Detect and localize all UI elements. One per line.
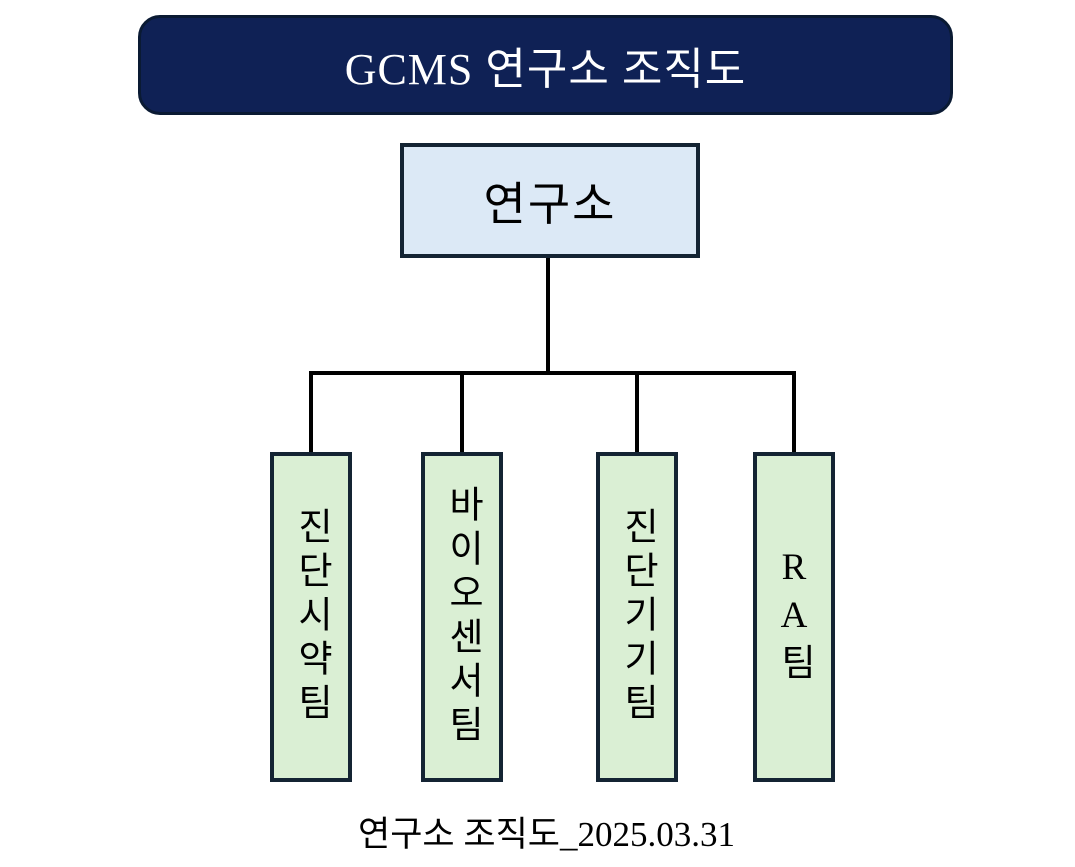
team-node-label: 바이오센서팀 [441,485,483,749]
connector-drop-1 [309,371,313,456]
team-node-ra: RA팀 [753,452,835,782]
team-node-label: RA팀 [773,547,815,687]
connector-crossbar [309,371,796,375]
connector-drop-2 [460,371,464,456]
connector-stem [546,258,550,375]
chart-title-banner: GCMS 연구소 조직도 [138,15,953,115]
team-node-label: 진단시약팀 [290,507,332,727]
team-node-diagnostic-device: 진단기기팀 [596,452,678,782]
chart-title: GCMS 연구소 조직도 [344,45,747,94]
chart-caption: 연구소 조직도_2025.03.31 [358,815,735,854]
root-node-label: 연구소 [483,178,617,230]
root-node-research-institute: 연구소 [400,143,700,258]
team-node-biosensor: 바이오센서팀 [421,452,503,782]
team-node-diagnostic-reagent: 진단시약팀 [270,452,352,782]
team-node-label: 진단기기팀 [616,507,658,727]
connector-drop-4 [792,371,796,456]
connector-drop-3 [635,371,639,456]
